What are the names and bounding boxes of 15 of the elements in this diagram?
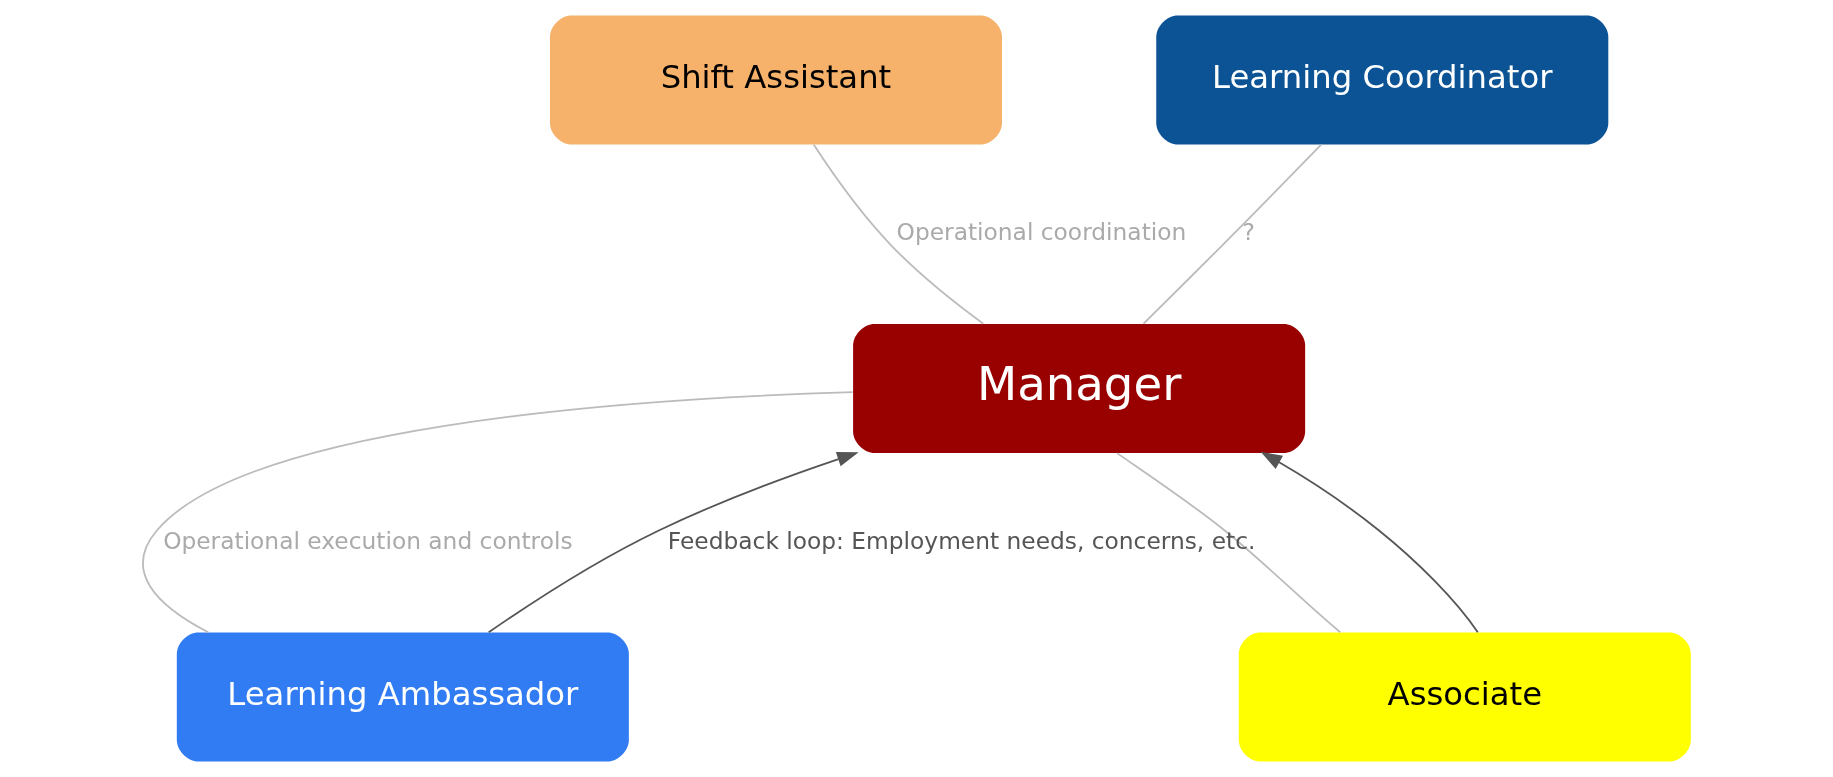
node-box: Shift Assistant [549, 15, 1002, 145]
node-box: Associate [1238, 632, 1691, 762]
edge-label: ? [1242, 218, 1255, 246]
edge-label: Feedback loop: Employment needs, concerns, etc. [667, 526, 1256, 554]
connector [1116, 452, 1342, 634]
edge-label: Operational execution and controls [163, 526, 573, 554]
node-box: Learning Ambassador [176, 632, 629, 762]
arrow [487, 451, 859, 634]
connector [812, 143, 985, 325]
node-box: Manager [853, 323, 1306, 454]
connector [1142, 143, 1323, 325]
node-box: Learning Coordinator [1156, 15, 1609, 145]
arrow [1260, 451, 1479, 634]
edge-label: Operational coordination [896, 218, 1187, 246]
connector [142, 391, 854, 634]
